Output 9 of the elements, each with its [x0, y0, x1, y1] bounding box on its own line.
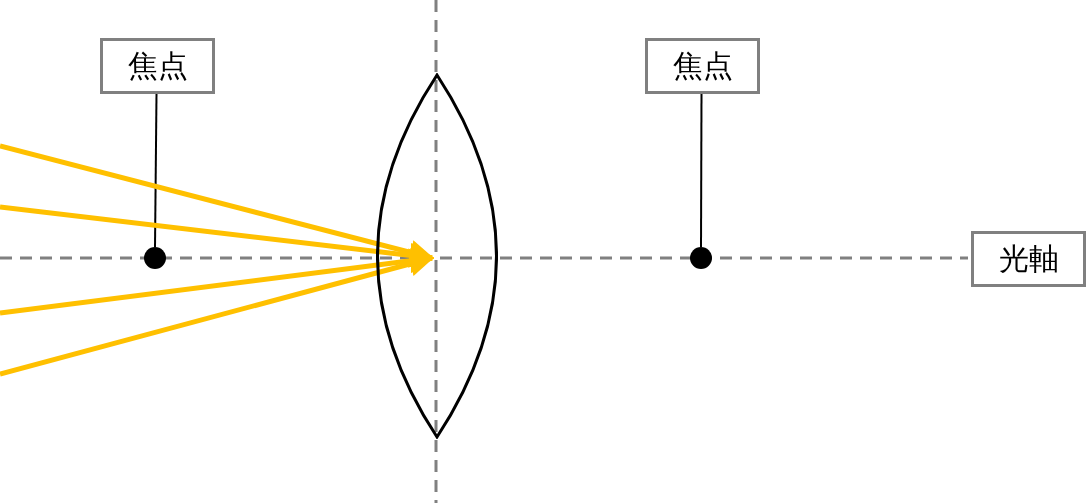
- light-ray-arrow: [0, 204, 435, 268]
- convex-lens: [376, 73, 498, 439]
- leader-line: [154, 93, 158, 248]
- label-box: 光軸: [971, 231, 1086, 287]
- focal-point-dot: [690, 247, 712, 269]
- leader-line: [700, 93, 703, 248]
- label-box: 焦点: [100, 38, 215, 94]
- focal-point-dot: [144, 247, 166, 269]
- label-box: 焦点: [645, 38, 760, 94]
